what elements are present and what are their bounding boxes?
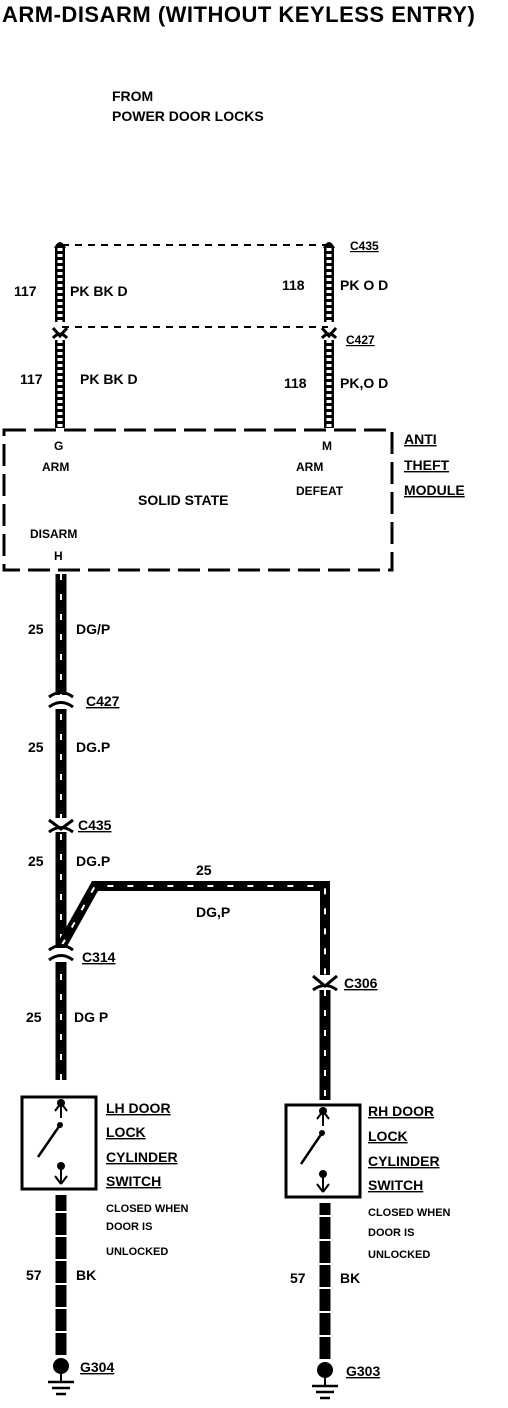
terminal-cap-118 [323,242,335,248]
module-pin-h-label: DISARM [30,527,77,541]
anti-theft-module-box [2,428,394,572]
rh-switch-name-3: CYLINDER [368,1153,440,1169]
wire-117-lower-color: PK BK D [80,371,138,387]
wire-25-branch [57,881,330,975]
module-pin-m: M [322,439,332,453]
wire-25-b-color: DG.P [76,739,110,755]
module-body-text: SOLID STATE [138,492,228,508]
connector-c427-socket-118 [320,332,338,340]
wire-57-rh-color: BK [340,1270,360,1286]
ground-g303-symbol [312,1362,338,1400]
connector-c314 [48,944,74,962]
wire-25-a-circuit: 25 [28,621,44,637]
rh-door-lock-switch [284,1103,362,1199]
connector-c427-socket-117 [51,332,69,340]
connector-c427-symbol-118 [320,327,338,339]
wire-57-lh-color: BK [76,1267,96,1283]
rh-switch-note-1: CLOSED WHEN [368,1207,451,1219]
wire-117-lower-circuit: 117 [20,371,43,387]
lh-switch-note-2: DOOR IS [106,1221,152,1233]
lh-switch-note-1: CLOSED WHEN [106,1203,189,1215]
module-pin-m-label-2: DEFEAT [296,484,344,498]
module-name-line-1: ANTI [404,431,437,447]
module-pin-m-label-1: ARM [296,460,323,474]
module-pin-h: H [54,549,63,563]
source-note-line-1: FROM [112,88,153,104]
lh-switch-name-2: LOCK [106,1124,146,1140]
connector-c314-label: C314 [82,949,116,965]
wire-25-c-color: DG.P [76,853,110,869]
lh-switch-name-4: SWITCH [106,1173,161,1189]
wire-57-lh-circuit: 57 [26,1267,42,1283]
source-note-line-2: POWER DOOR LOCKS [112,108,264,124]
wire-118-lower-color: PK,O D [340,375,388,391]
connector-c427-label-top: C427 [346,333,375,347]
lh-door-lock-switch [20,1095,98,1191]
wire-25-a-color: DG/P [76,621,110,637]
rh-switch-note-3: UNLOCKED [368,1249,430,1261]
connector-c427-symbol-117 [51,327,69,339]
connector-c435-label-top: C435 [350,239,379,253]
wire-25-branch-color: DG,P [196,904,230,920]
wire-118-upper-color: PK O D [340,277,388,293]
connector-c435-label-mid: C435 [78,817,112,833]
rh-switch-name-2: LOCK [368,1128,408,1144]
lh-switch-name-1: LH DOOR [106,1100,171,1116]
rh-switch-name-4: SWITCH [368,1177,423,1193]
lh-switch-name-3: CYLINDER [106,1149,178,1165]
diagram-title: ARM-DISARM (WITHOUT KEYLESS ENTRY) [2,2,475,27]
wire-118-lower-circuit: 118 [284,375,307,391]
ground-g303-label: G303 [346,1363,380,1379]
wire-118-upper-circuit: 118 [282,277,305,293]
connector-c427-label-mid: C427 [86,693,120,709]
wire-25-d-color: DG P [74,1009,108,1025]
terminal-cap-117 [54,242,66,248]
module-pin-g-label: ARM [42,460,69,474]
wire-25-branch-circuit: 25 [196,862,212,878]
wire-57-rh-circuit: 57 [290,1270,306,1286]
rh-switch-name-1: RH DOOR [368,1103,434,1119]
connector-c427-mid [48,691,74,709]
wire-117-upper-circuit: 117 [14,283,37,299]
module-name-line-3: MODULE [404,482,465,498]
connector-c435-mid [48,818,74,834]
connector-c306-label: C306 [344,975,378,991]
module-pin-g: G [54,439,63,453]
connector-c306 [312,974,338,992]
wire-25-c-circuit: 25 [28,853,44,869]
wire-25-b-circuit: 25 [28,739,44,755]
wire-25-d-circuit: 25 [26,1009,42,1025]
wire-117-upper-color: PK BK D [70,283,128,299]
lh-switch-note-3: UNLOCKED [106,1246,168,1258]
ground-g304-label: G304 [80,1359,114,1375]
ground-g304-symbol [48,1358,74,1396]
rh-switch-note-2: DOOR IS [368,1227,414,1239]
module-name-line-2: THEFT [404,457,450,473]
